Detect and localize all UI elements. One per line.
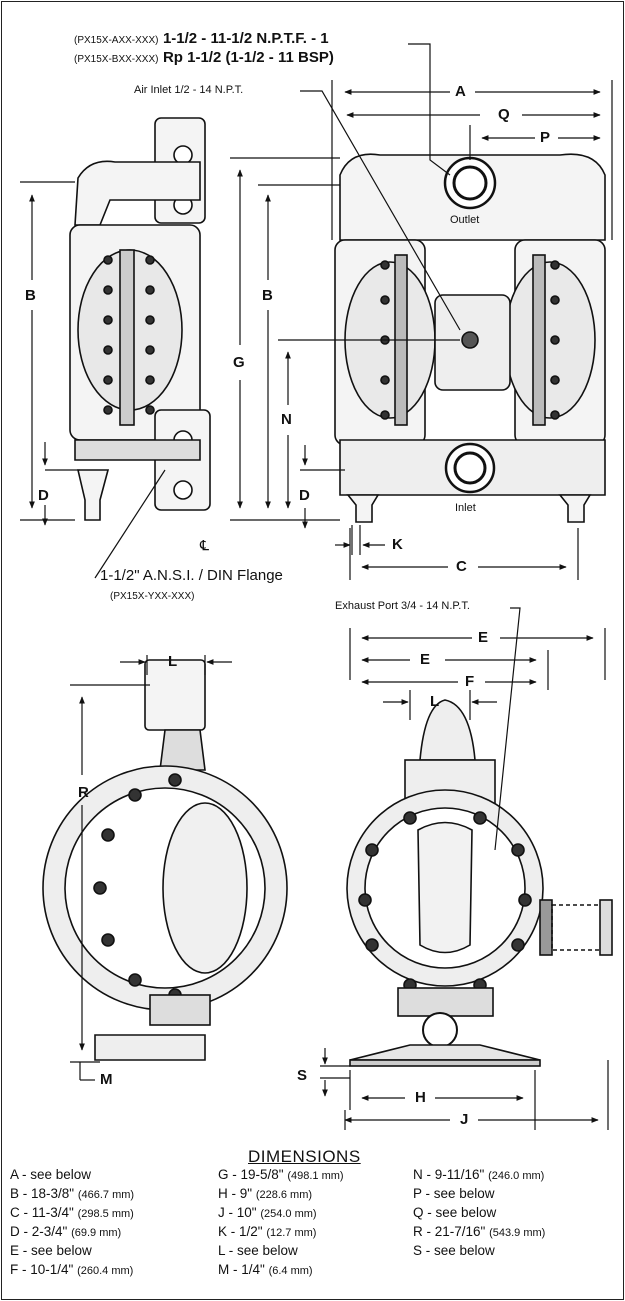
- npt-callout: (PX15X-AXX-XXX) 1-1/2 - 11-1/2 N.P.T.F. …: [74, 31, 329, 47]
- dim-letter-s: S: [297, 1067, 308, 1084]
- dimension-row: C - 11-3/4" (298.5 mm): [10, 1205, 134, 1220]
- dimension-row: L - see below: [218, 1243, 298, 1258]
- dim-letter-b-left: B: [25, 287, 36, 304]
- flange-label: 1-1/2" A.N.S.I. / DIN Flange: [100, 567, 283, 584]
- dim-letter-f: F: [465, 673, 475, 690]
- dim-letter-e-outer: E: [478, 629, 489, 646]
- dimension-row: B - 18-3/8" (466.7 mm): [10, 1186, 135, 1201]
- dim-letter-d-left: D: [38, 487, 49, 504]
- dim-letter-j: J: [460, 1111, 469, 1128]
- dimension-row: E - see below: [10, 1243, 92, 1258]
- inlet-label: Inlet: [455, 502, 476, 514]
- dimension-row: D - 2-3/4" (69.9 mm): [10, 1224, 122, 1239]
- end-pump-view: [346, 699, 613, 1067]
- dimensions-col-2: G - 19-5/8" (498.1 mm) H - 9" (228.6 mm)…: [218, 1167, 344, 1281]
- dimensions-col-3: N - 9-11/16" (246.0 mm) P - see below Q …: [413, 1167, 545, 1262]
- dim-letter-e-inner: E: [420, 651, 431, 668]
- dim-letter-m: M: [100, 1071, 113, 1088]
- dim-letter-p: P: [540, 129, 551, 146]
- dimension-row: J - 10" (254.0 mm): [218, 1205, 317, 1220]
- dimension-row: G - 19-5/8" (498.1 mm): [218, 1167, 344, 1182]
- dimension-row: S - see below: [413, 1243, 495, 1258]
- exhaust-label: Exhaust Port 3/4 - 14 N.P.T.: [335, 600, 470, 612]
- outlet-label: Outlet: [450, 214, 480, 226]
- dimensions-title: DIMENSIONS: [248, 1147, 361, 1166]
- dimension-row: R - 21-7/16" (543.9 mm): [413, 1224, 546, 1239]
- npt-spec: 1-1/2 - 11-1/2 N.P.T.F. - 1: [162, 30, 329, 47]
- bsp-callout: (PX15X-BXX-XXX) Rp 1-1/2 (1-1/2 - 11 BSP…: [74, 50, 334, 66]
- air-inlet-label: Air Inlet 1/2 - 14 N.P.T.: [134, 84, 244, 96]
- dimensions-col-1: A - see below B - 18-3/8" (466.7 mm) C -…: [10, 1167, 134, 1281]
- dimension-row: M - 1/4" (6.4 mm): [218, 1262, 313, 1277]
- dim-letter-l-left: L: [168, 653, 178, 670]
- dimension-row: N - 9-11/16" (246.0 mm): [413, 1167, 545, 1182]
- dim-letter-k: K: [392, 536, 403, 553]
- dimension-row: Q - see below: [413, 1205, 497, 1220]
- dim-letter-g: G: [233, 354, 245, 371]
- dimension-row: P - see below: [413, 1186, 495, 1201]
- dim-letter-d-right: D: [299, 487, 310, 504]
- dimension-row: A - see below: [10, 1167, 92, 1182]
- bsp-part-number: (PX15X-BXX-XXX): [74, 54, 159, 65]
- front-pump-view: [334, 153, 606, 523]
- dim-letter-c: C: [456, 558, 467, 575]
- side-pump-view: [42, 659, 288, 1061]
- dim-letter-a: A: [455, 83, 466, 100]
- dim-letter-q: Q: [498, 106, 510, 123]
- dimension-lines: [20, 43, 613, 1130]
- dimension-row: K - 1/2" (12.7 mm): [218, 1224, 317, 1239]
- top-manifold: [74, 160, 201, 226]
- dim-letter-r: R: [78, 784, 89, 801]
- dim-letter-h: H: [415, 1089, 426, 1106]
- dim-letter-b-right: B: [262, 287, 273, 304]
- flanged-pump-view: [69, 117, 211, 521]
- dimension-row: F - 10-1/4" (260.4 mm): [10, 1262, 134, 1277]
- dimension-row: H - 9" (228.6 mm): [218, 1186, 313, 1201]
- flange-part-number: (PX15X-YXX-XXX): [110, 591, 195, 602]
- npt-part-number: (PX15X-AXX-XXX): [74, 35, 159, 46]
- centerline-symbol: ℄: [200, 537, 209, 553]
- dim-letter-l-right: L: [430, 693, 440, 710]
- bsp-spec: Rp 1-1/2 (1-1/2 - 11 BSP): [162, 49, 334, 66]
- dim-letter-n: N: [281, 411, 292, 428]
